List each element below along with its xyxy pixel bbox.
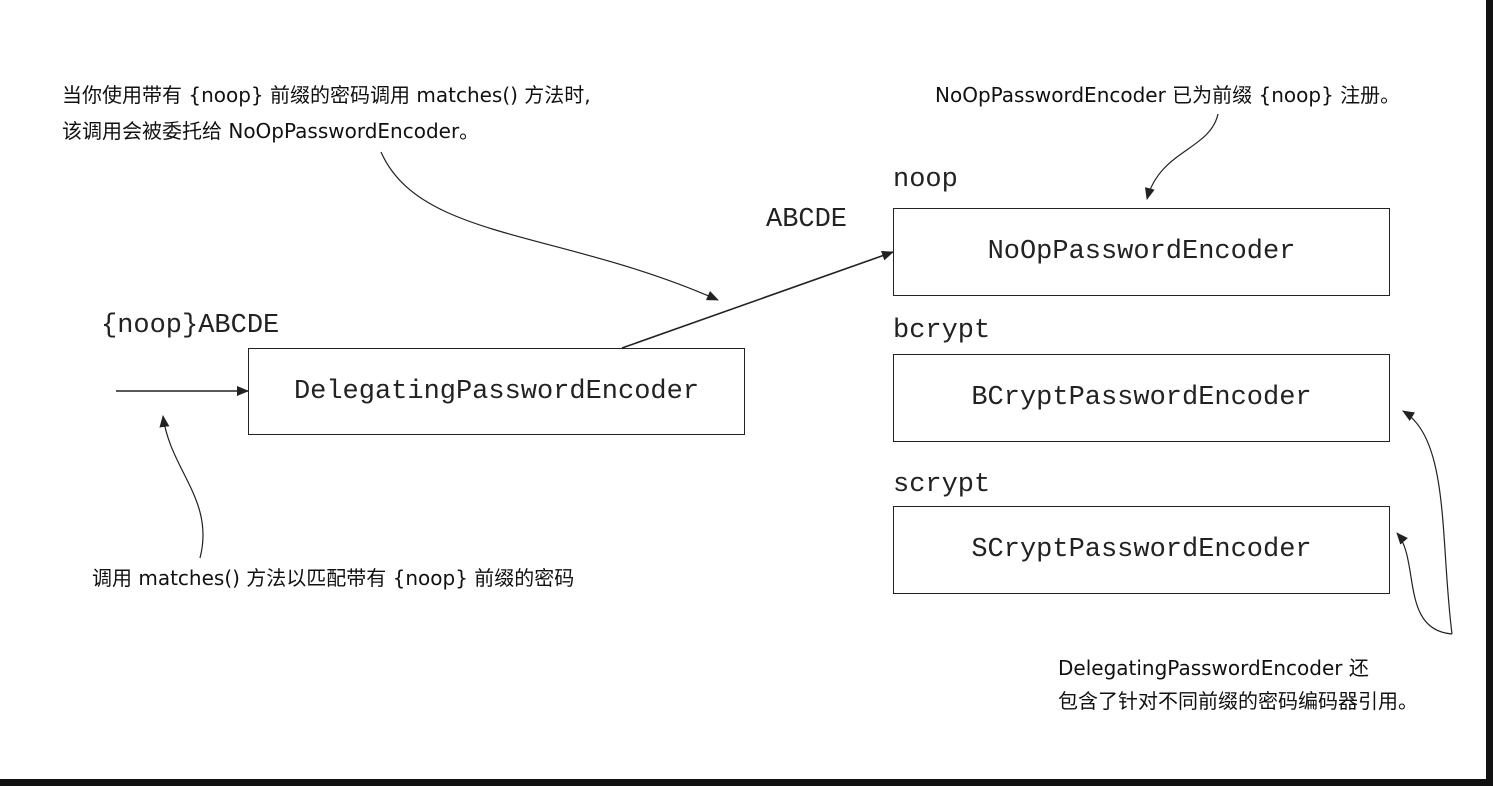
note-bottom-right-line1: DelegatingPasswordEncoder 还 [1058, 656, 1369, 680]
note-top-right: NoOpPasswordEncoder 已为前缀 {noop} 注册。 [935, 83, 1401, 107]
callout-top-right [1144, 113, 1219, 200]
callout-bottom-left [159, 415, 204, 559]
input-value-label: {noop}ABCDE [101, 311, 280, 341]
callout-bottom-right-scrypt [1396, 532, 1453, 635]
note-bottom-left: 调用 matches() 方法以匹配带有 {noop} 前缀的密码 [92, 566, 575, 590]
forwarded-value-label: ABCDE [766, 205, 848, 235]
noop-encoder-box: NoOpPasswordEncoder [893, 208, 1390, 296]
bcrypt-encoder-box: BCryptPasswordEncoder [893, 354, 1390, 442]
note-top-left-line2: 该调用会被委托给 NoOpPasswordEncoder。 [62, 119, 480, 143]
note-bottom-right-line2: 包含了针对不同前缀的密码编码器引用。 [1058, 689, 1418, 713]
delegating-encoder-box: DelegatingPasswordEncoder [248, 348, 745, 435]
prefix-noop-label: noop [893, 165, 958, 195]
scrypt-encoder-box: SCryptPasswordEncoder [893, 506, 1390, 594]
frame-border-right [1486, 0, 1493, 786]
callout-top-left [380, 151, 719, 301]
prefix-bcrypt-label: bcrypt [893, 316, 991, 346]
frame-border-bottom [0, 779, 1493, 786]
note-top-left-line1: 当你使用带有 {noop} 前缀的密码调用 matches() 方法时, [62, 83, 591, 107]
delegation-arrow [621, 250, 894, 349]
prefix-scrypt-label: scrypt [893, 470, 991, 500]
callout-bottom-right-bcrypt [1402, 410, 1453, 635]
